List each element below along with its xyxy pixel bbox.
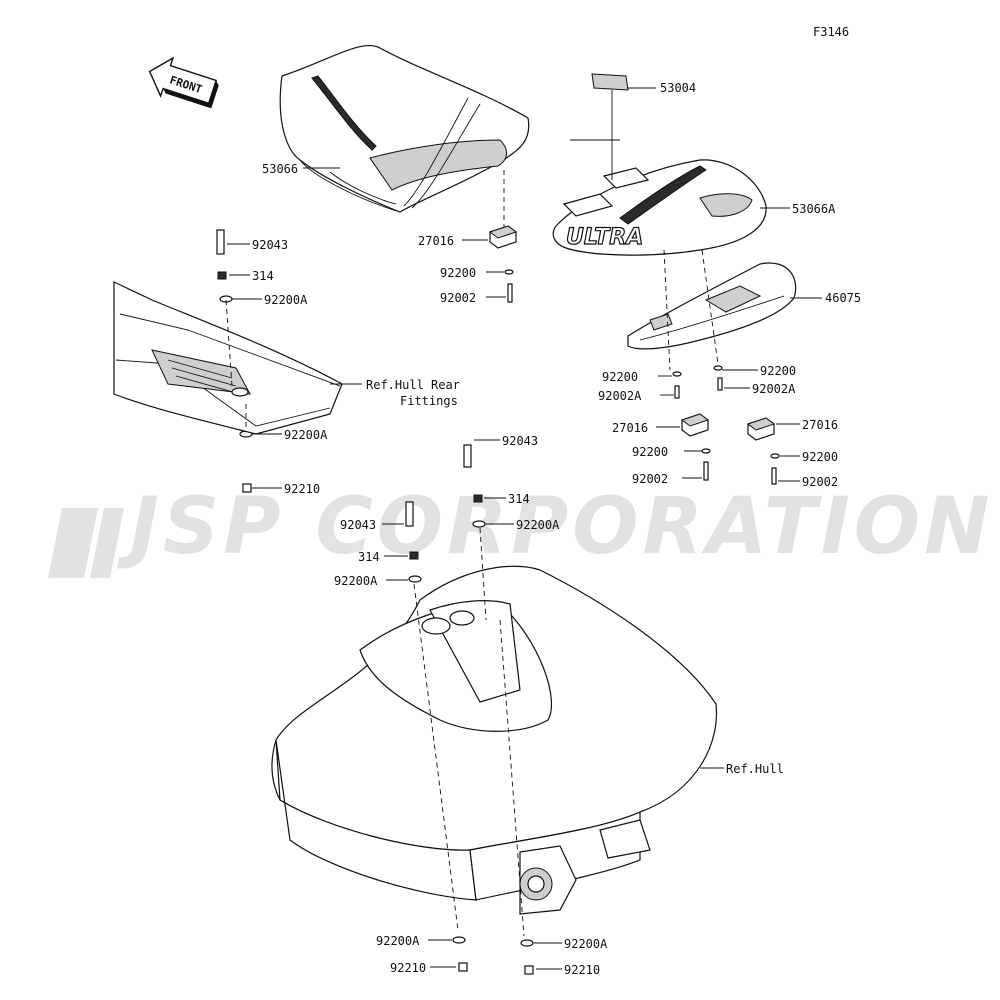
- sticker-53004: [591, 73, 629, 91]
- label-92200-r2: 92200: [760, 364, 796, 378]
- label-92002A-r1: 92002A: [598, 389, 642, 403]
- label-27016-right: 27016: [802, 418, 838, 432]
- label-92200A-bl: 92200A: [376, 934, 420, 948]
- label-92200A-low: 92200A: [334, 574, 378, 588]
- seat-53066: [279, 44, 530, 213]
- label-92002-r3: 92002: [632, 472, 668, 486]
- label-ref-hull-rear: Ref.Hull Rear: [366, 378, 460, 392]
- label-92200A-mid: 92200A: [516, 518, 560, 532]
- hull-rear-fittings: [113, 281, 343, 435]
- part-labels: 53066 53004 53066A 46075 27016 92200 920…: [252, 81, 861, 977]
- label-92200A-left: 92200A: [264, 293, 308, 307]
- label-92200A-leftlow: 92200A: [284, 428, 328, 442]
- stopper-27016-right: [746, 417, 776, 441]
- label-92200A-br: 92200A: [564, 937, 608, 951]
- bracket-46075: [627, 262, 797, 350]
- label-27016-mid: 27016: [612, 421, 648, 435]
- label-92043-low: 92043: [340, 518, 376, 532]
- leader-lines: [225, 87, 822, 970]
- label-92043-mid: 92043: [502, 434, 538, 448]
- label-53066: 53066: [262, 162, 298, 176]
- label-92200-r1: 92200: [602, 370, 638, 384]
- hull: [271, 565, 718, 915]
- label-314-mid: 314: [508, 492, 530, 506]
- watermark-text: JSP CORPORATION: [117, 482, 993, 572]
- label-46075: 46075: [825, 291, 861, 305]
- label-92002A-r2: 92002A: [752, 382, 796, 396]
- stopper-27016-upper: [488, 225, 518, 249]
- label-92210-br: 92210: [564, 963, 600, 977]
- label-ref-hull: Ref.Hull: [726, 762, 784, 776]
- figure-code: F3146: [813, 25, 849, 39]
- stopper-27016-mid: [680, 413, 710, 437]
- ultra-logo: ULTRA: [566, 225, 643, 250]
- label-53004: 53004: [660, 81, 696, 95]
- label-92210-left: 92210: [284, 482, 320, 496]
- label-92002-upper: 92002: [440, 291, 476, 305]
- label-92200-upper: 92200: [440, 266, 476, 280]
- label-92200-r4: 92200: [802, 450, 838, 464]
- label-27016-upper: 27016: [418, 234, 454, 248]
- label-92043-left: 92043: [252, 238, 288, 252]
- front-arrow-icon: FRONT: [148, 56, 219, 109]
- label-314-low: 314: [358, 550, 380, 564]
- label-53066A: 53066A: [792, 202, 836, 216]
- watermark: JSP CORPORATION: [48, 482, 993, 578]
- seat-53066A: ULTRA: [552, 159, 767, 256]
- label-92210-bl: 92210: [390, 961, 426, 975]
- label-ref-hull-rear-2: Fittings: [400, 394, 458, 408]
- label-92002-r4: 92002: [802, 475, 838, 489]
- label-92200-r3: 92200: [632, 445, 668, 459]
- hardware: [216, 229, 780, 975]
- label-314-left: 314: [252, 269, 274, 283]
